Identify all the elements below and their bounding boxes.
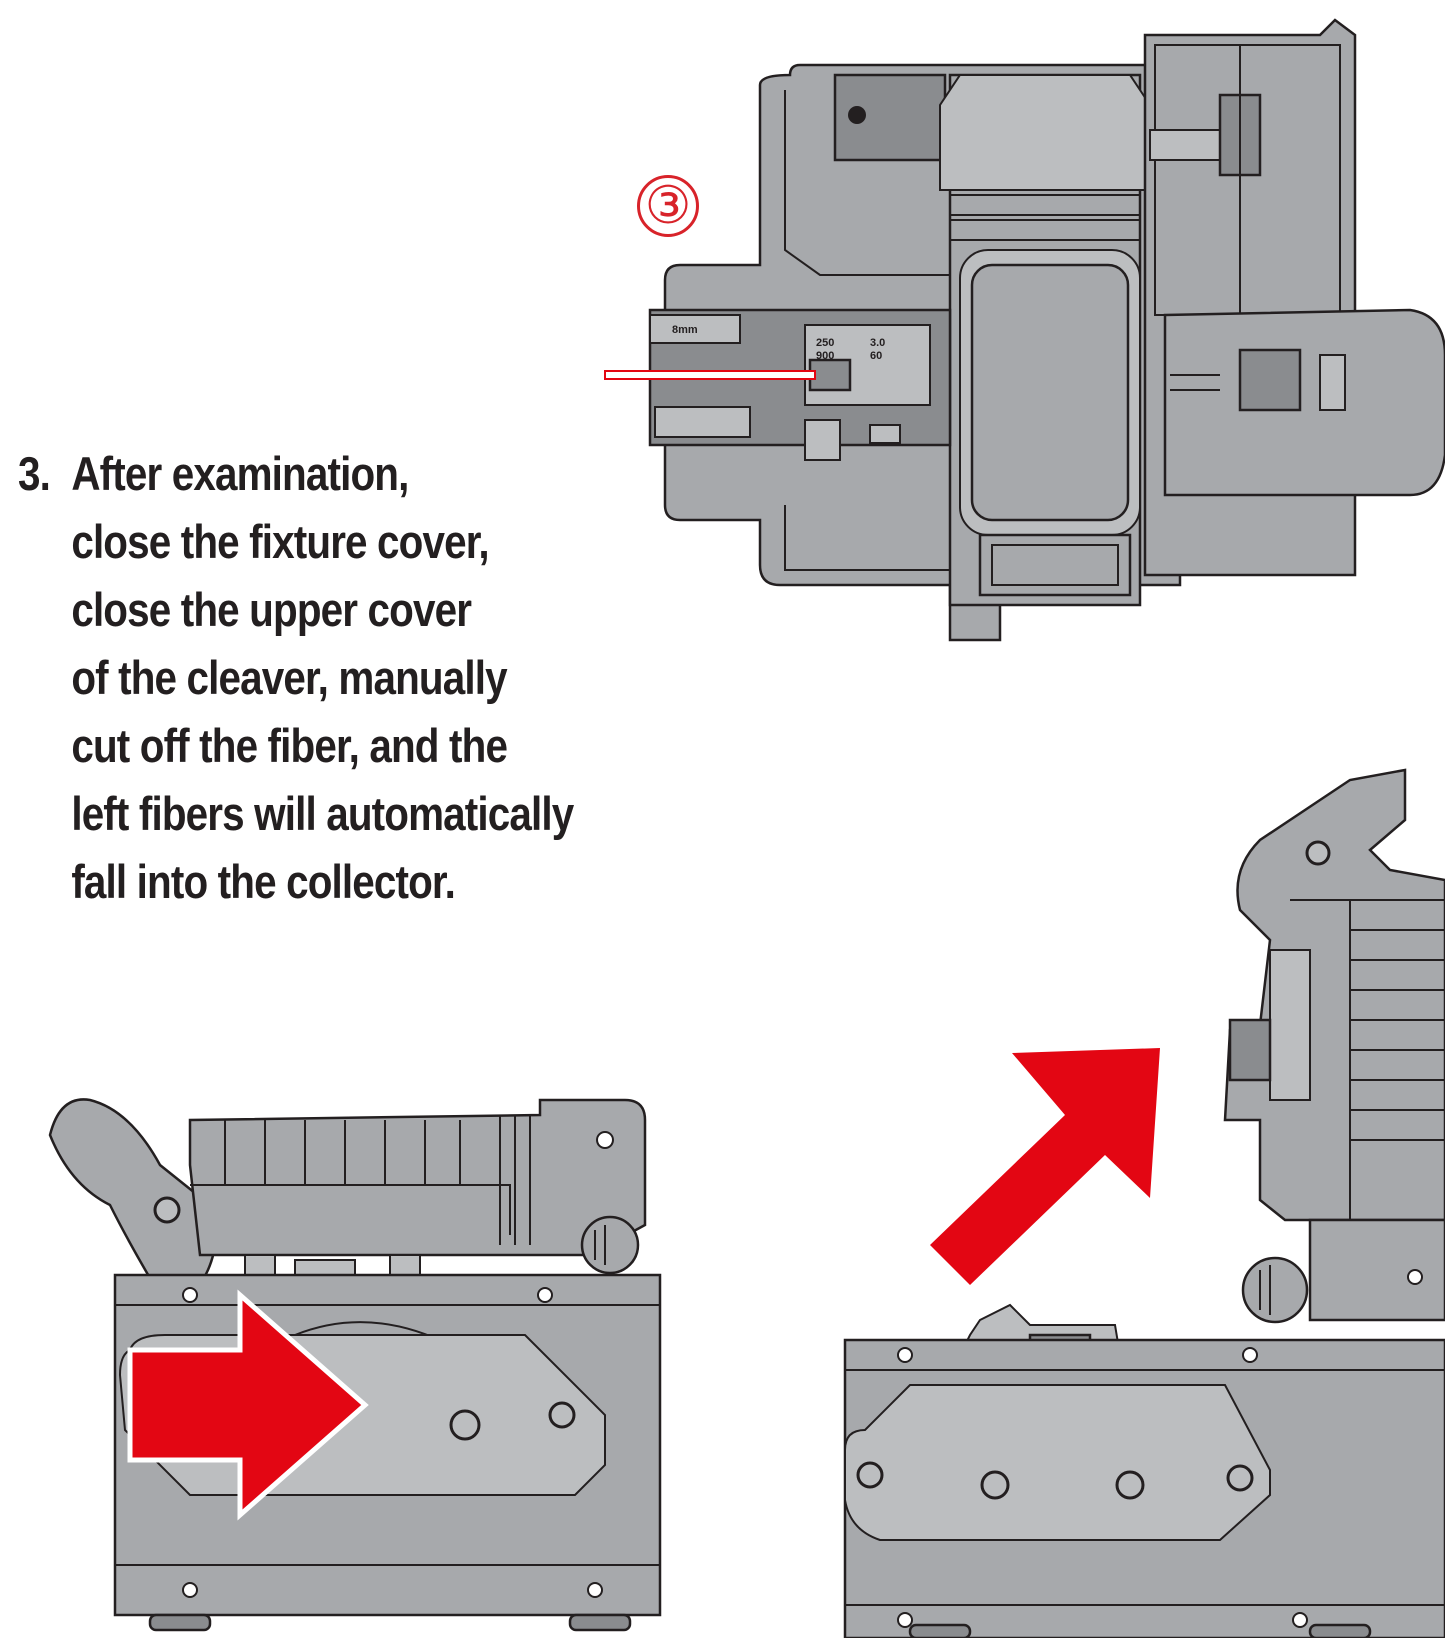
size-a-bottom-label: 900: [816, 350, 834, 362]
instruction-line-1: 3.After examination,: [18, 440, 603, 508]
size-b-bottom-label: 60: [870, 350, 882, 362]
size-a-top-label: 250: [816, 337, 834, 349]
step-number-badge: ③: [637, 175, 699, 237]
instruction-line-4: of the cleaver, manually: [71, 651, 507, 704]
instruction-text: 3.After examination, close the fixture c…: [18, 440, 603, 916]
instruction-line-2: close the fixture cover,: [71, 515, 489, 568]
instruction-line-7: fall into the collector.: [71, 855, 455, 908]
cleaver-side-view-open-illustration: [843, 768, 1445, 1638]
instruction-line-6: left fibers will automatically: [71, 787, 574, 840]
cleaver-top-view-illustration: 8mm 250 900 3.0 60: [604, 18, 1445, 642]
size-b-top-label: 3.0: [870, 337, 885, 349]
instruction-line-3: close the upper cover: [71, 583, 472, 636]
instruction-line-5: cut off the fiber, and the: [71, 719, 508, 772]
cleaver-side-view-closed-illustration: [48, 1098, 662, 1632]
direction-arrow-icon: [930, 1048, 1160, 1285]
scale-mark-label: 8mm: [672, 324, 698, 336]
instruction-step-number: 3.: [18, 447, 51, 500]
